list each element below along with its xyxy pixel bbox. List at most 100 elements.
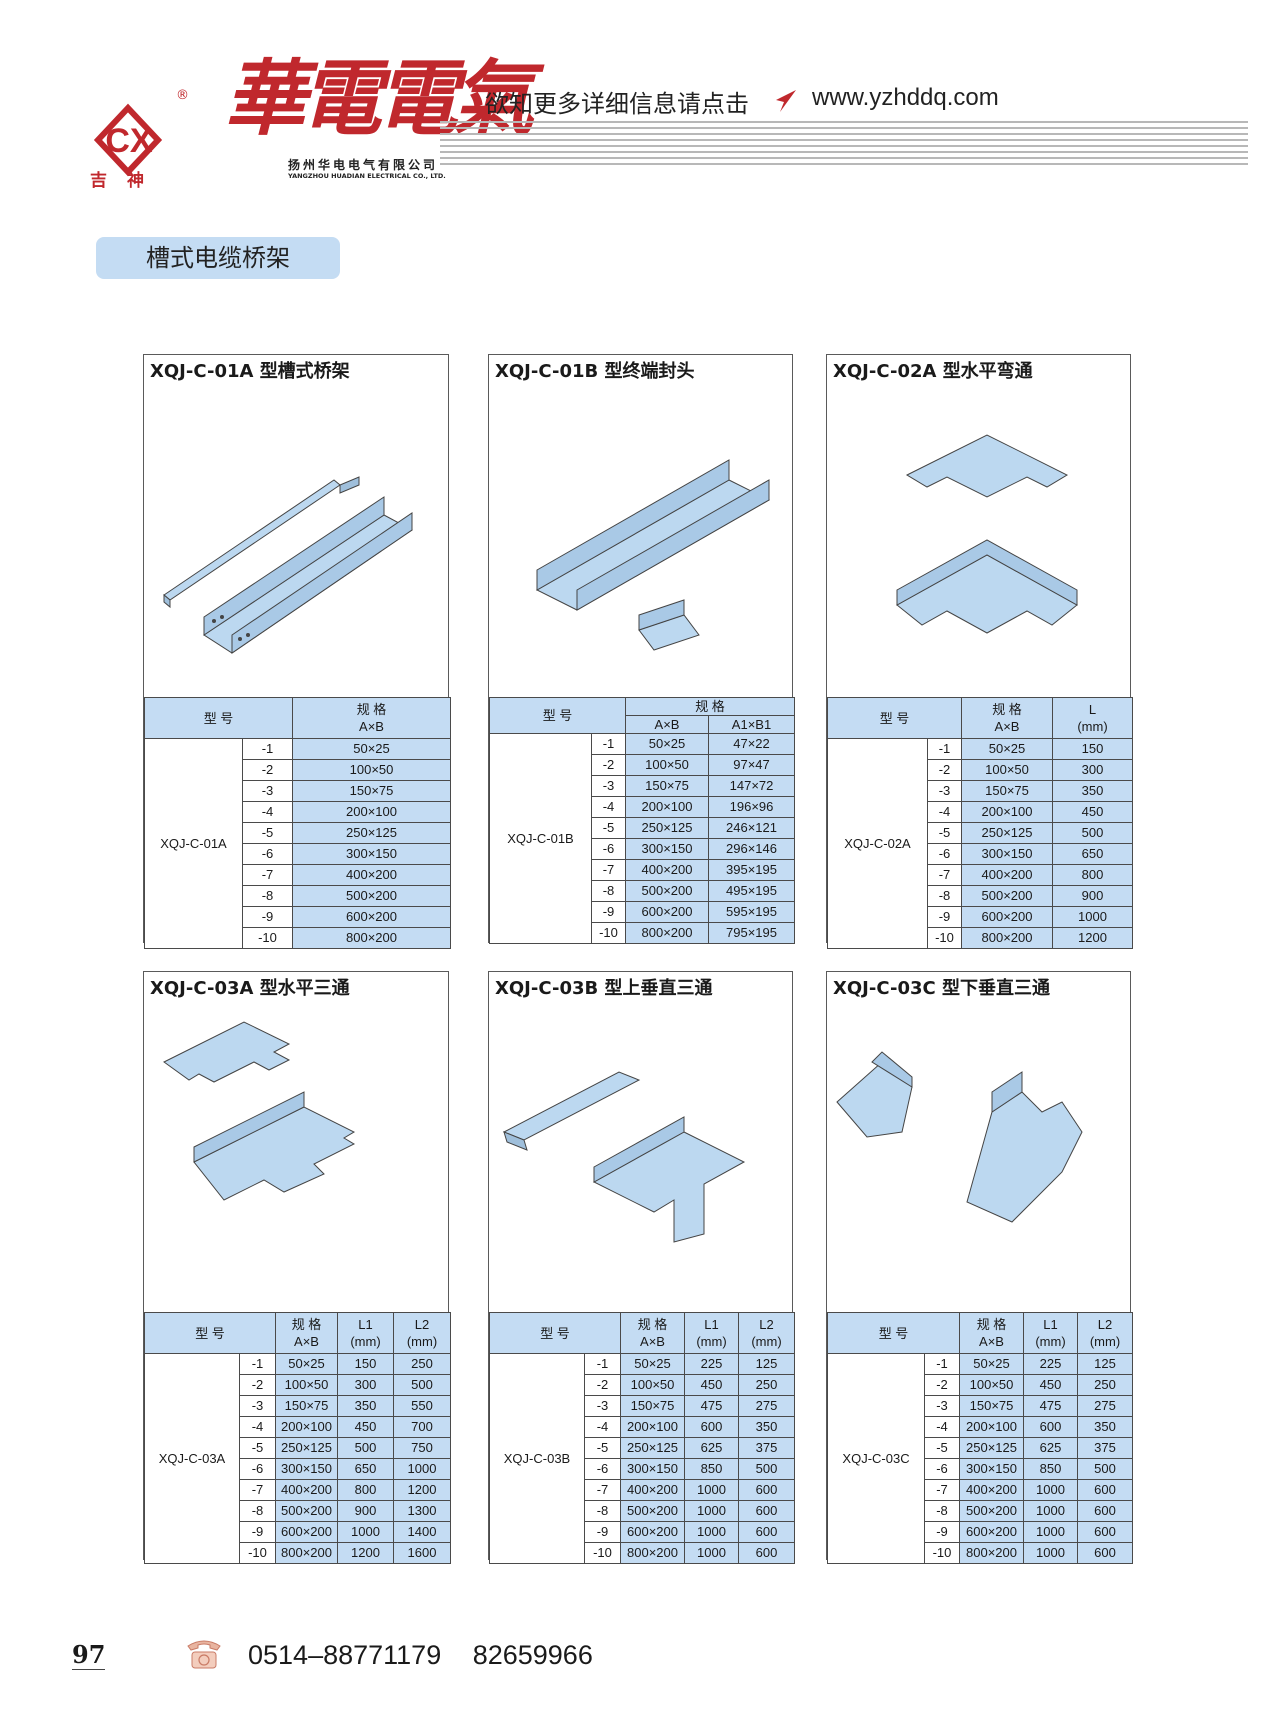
- spec-value: 300×150: [620, 1458, 685, 1480]
- model-suffix: -7: [924, 1479, 960, 1501]
- spec-value: 300×150: [961, 843, 1053, 865]
- spec-value: 275: [738, 1395, 795, 1417]
- model-suffix: -7: [591, 859, 626, 881]
- spec-value: 300: [337, 1374, 394, 1396]
- product-diagram: [535, 459, 771, 651]
- model-suffix: -4: [591, 796, 626, 818]
- model-name: XQJ-C-03A: [144, 1353, 240, 1564]
- model-suffix: -9: [924, 1521, 960, 1543]
- spec-value: 150×75: [625, 775, 709, 797]
- spec-value: 500: [1077, 1458, 1133, 1480]
- header-col1: A×B: [625, 715, 709, 734]
- spec-value: 495×195: [708, 880, 795, 902]
- model-suffix: -10: [924, 1542, 960, 1564]
- header-model: 型 号: [144, 697, 293, 739]
- spec-value: 97×47: [708, 754, 795, 776]
- model-suffix: -5: [591, 817, 626, 839]
- brand-calligraphy: 華電電氣: [224, 51, 534, 147]
- spec-value: 350: [337, 1395, 394, 1417]
- model-suffix: -6: [584, 1458, 621, 1480]
- spec-value: 147×72: [708, 775, 795, 797]
- spec-value: 1000: [684, 1521, 739, 1543]
- header-spec-label: 规 格: [637, 1317, 668, 1332]
- svg-text:CX: CX: [105, 122, 153, 160]
- spec-value: 300×150: [959, 1458, 1024, 1480]
- phone-numbers: 0514–88771179 82659966: [248, 1640, 593, 1670]
- model-suffix: -8: [591, 880, 626, 902]
- spec-value: 125: [1077, 1353, 1133, 1375]
- spec-value: 200×100: [959, 1416, 1024, 1438]
- header-col2-unit: (mm): [1035, 1334, 1066, 1349]
- spec-value: 100×50: [292, 759, 451, 781]
- header-col2-label: L: [1088, 702, 1097, 717]
- spec-value: 800: [1052, 864, 1133, 886]
- spec-value: 1400: [393, 1521, 451, 1543]
- spec-value: 600: [1077, 1479, 1133, 1501]
- spec-value: 600: [1077, 1521, 1133, 1543]
- model-suffix: -10: [584, 1542, 621, 1564]
- spec-value: 450: [1023, 1374, 1078, 1396]
- spec-value: 750: [393, 1437, 451, 1459]
- model-suffix: -2: [924, 1374, 960, 1396]
- model-name: XQJ-C-01B: [489, 733, 592, 944]
- header-rule-lines: [440, 121, 1248, 165]
- header-model: 型 号: [489, 697, 626, 734]
- model-suffix: -1: [584, 1353, 621, 1375]
- panel-title: XQJ-C-01B 型终端封头: [495, 361, 695, 382]
- model-suffix: -2: [239, 1374, 276, 1396]
- spec-value: 150: [1052, 738, 1133, 760]
- model-name: XQJ-C-02A: [827, 738, 928, 949]
- spec-value: 400×200: [620, 1479, 685, 1501]
- spec-value: 450: [1052, 801, 1133, 823]
- header-col3-unit: (mm): [1089, 1334, 1121, 1349]
- website-link[interactable]: www.yzhddq.com: [812, 84, 999, 111]
- model-suffix: -1: [927, 738, 962, 760]
- spec-value: 300×150: [625, 838, 709, 860]
- header-spec-label: 规 格: [291, 1317, 322, 1332]
- spec-value: 400×200: [275, 1479, 338, 1501]
- spec-value: 600: [1077, 1500, 1133, 1522]
- product-diagram: [836, 1051, 1083, 1223]
- cx-logo: CX: [93, 103, 163, 177]
- info-prompt-text: 欲知更多详细信息请点击: [485, 90, 749, 118]
- model-suffix: -5: [924, 1437, 960, 1459]
- spec-value: 275: [1077, 1395, 1133, 1417]
- spec-value: 200×100: [292, 801, 451, 823]
- header-col2-unit: (mm): [350, 1334, 381, 1349]
- panel-title: XQJ-C-01A 型槽式桥架: [150, 361, 350, 382]
- spec-value: 600×200: [959, 1521, 1024, 1543]
- telephone-icon: [187, 1640, 221, 1669]
- spec-value: 100×50: [620, 1374, 685, 1396]
- spec-value: 375: [738, 1437, 795, 1459]
- spec-value: 150×75: [275, 1395, 338, 1417]
- spec-value: 475: [1023, 1395, 1078, 1417]
- header-col2: L1(mm): [1023, 1312, 1078, 1354]
- company-name-cn: 扬州华电电气有限公司: [288, 158, 439, 172]
- spec-value: 600: [684, 1416, 739, 1438]
- product-diagram: [502, 1071, 746, 1243]
- model-suffix: -2: [927, 759, 962, 781]
- spec-value: 500×200: [625, 880, 709, 902]
- header-spec: 规 格: [625, 697, 795, 716]
- model-suffix: -8: [924, 1500, 960, 1522]
- header-col2-label: L1: [358, 1317, 373, 1332]
- spec-value: 800×200: [292, 927, 451, 949]
